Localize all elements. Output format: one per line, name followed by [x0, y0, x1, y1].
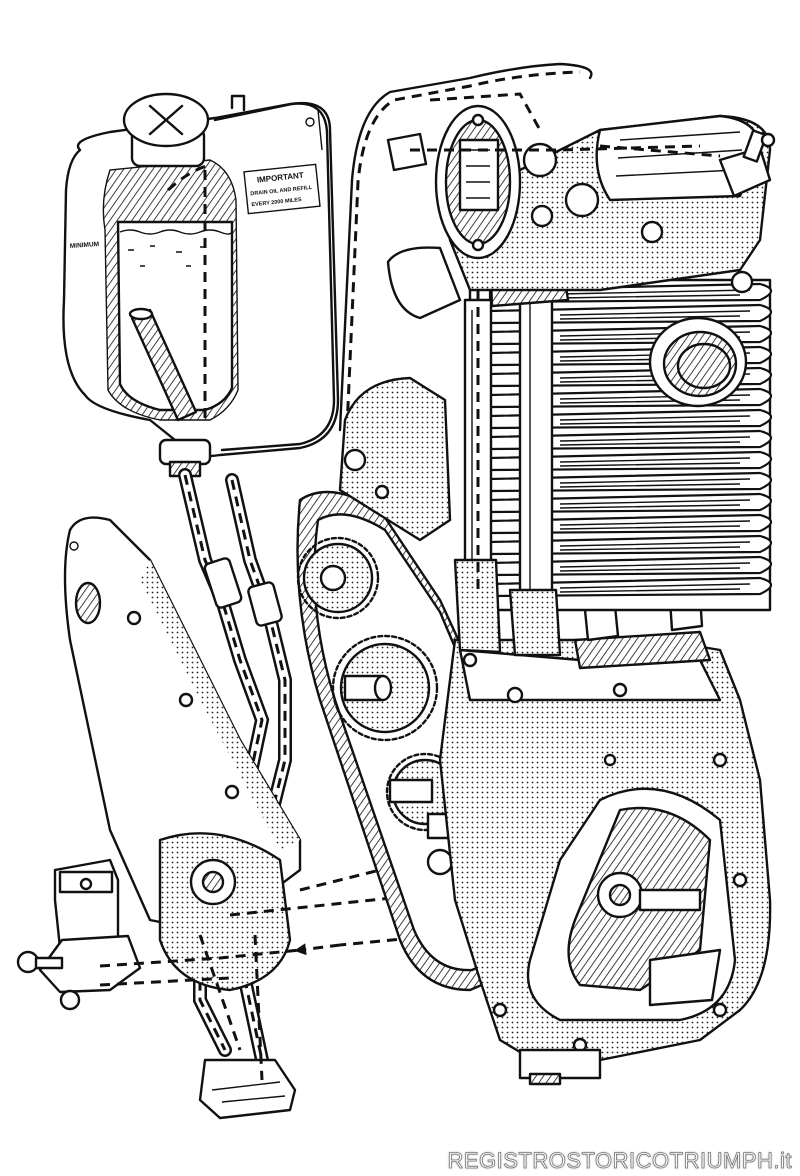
cylinder-head — [386, 92, 776, 294]
tank-warning-plate: IMPORTANT DRAIN OIL AND REFILL EVERY 200… — [243, 163, 321, 215]
oil-level-mark: MINIMUM — [70, 241, 100, 250]
cylinder-barrel — [453, 244, 773, 657]
engine-plate — [63, 516, 302, 932]
rocker-cover-icon — [434, 104, 522, 260]
watermark: REGISTROSTORICOTRIUMPH.it — [447, 1148, 792, 1174]
spark-plug-icon — [718, 129, 776, 198]
intermediate-gear-icon — [331, 634, 439, 742]
filler-cap-icon — [122, 92, 210, 168]
camshaft-gear-icon — [296, 536, 380, 620]
crankcase — [438, 594, 772, 1086]
exhaust-port-icon — [648, 316, 748, 408]
oil-tank: IMPORTANT DRAIN OIL AND REFILL EVERY 200… — [62, 92, 340, 478]
tank-label-line-3: EVERY 2000 MILES — [251, 197, 302, 208]
oil-pump-assembly — [16, 832, 301, 1120]
magneto-housing — [338, 246, 462, 542]
